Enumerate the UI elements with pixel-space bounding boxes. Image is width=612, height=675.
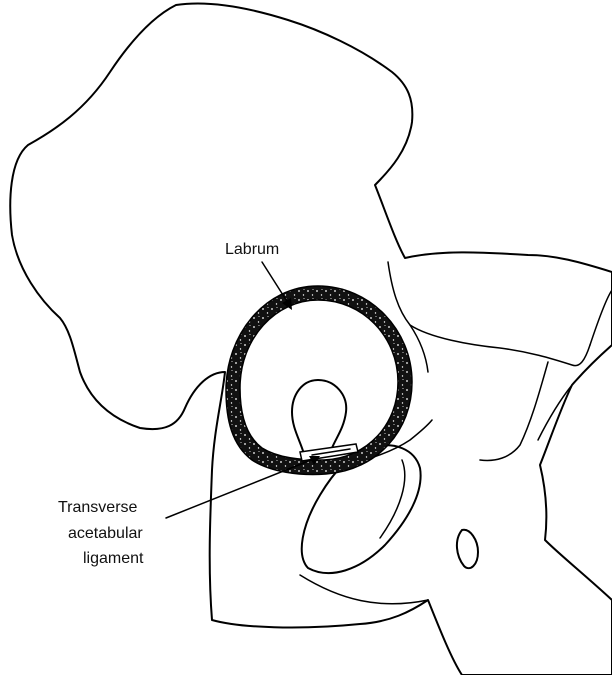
inferior-ramus-edge bbox=[538, 385, 572, 440]
ischial-body-contour bbox=[300, 575, 428, 604]
pubic-ramus-outline bbox=[388, 262, 590, 366]
labrum-label: Labrum bbox=[225, 241, 279, 258]
inferior-ramus-outline bbox=[480, 362, 548, 460]
ischial-tuberosity-detail bbox=[457, 530, 478, 568]
hip-bone-outline bbox=[10, 3, 612, 675]
acetabular-fossa bbox=[292, 380, 346, 454]
ligament-pointer bbox=[166, 458, 316, 518]
transverse-label-line1: Transverse bbox=[58, 499, 138, 516]
transverse-label-line2: acetabular bbox=[68, 525, 143, 542]
pubic-symphysis-outline bbox=[590, 290, 612, 345]
transverse-label-line3: ligament bbox=[83, 550, 144, 567]
